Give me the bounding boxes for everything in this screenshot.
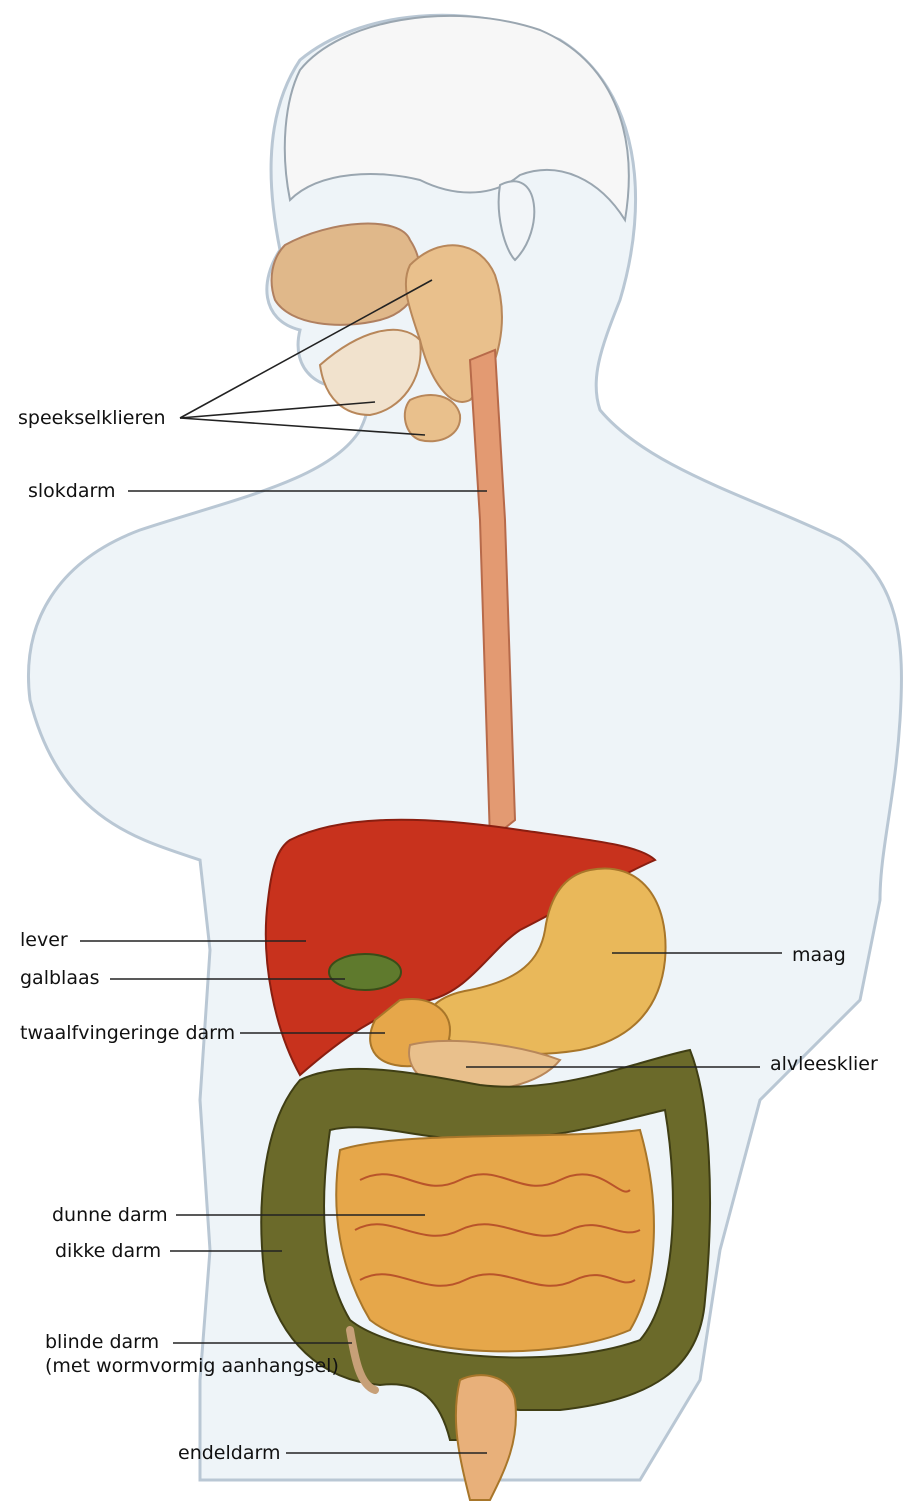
label-twaalfvingeringe-darm: twaalfvingeringe darm [20, 1022, 235, 1044]
label-blinde-darm: blinde darm [45, 1331, 159, 1353]
label-endeldarm: endeldarm [178, 1442, 280, 1464]
label-alvleesklier: alvleesklier [770, 1053, 878, 1075]
label-speekselklieren: speekselklieren [18, 407, 166, 429]
label-slokdarm: slokdarm [28, 480, 116, 502]
label-blinde-darm-note: (met wormvormig aanhangsel) [45, 1355, 339, 1377]
small-intestine [336, 1130, 654, 1351]
gallbladder [329, 954, 401, 990]
label-lever: lever [20, 929, 68, 951]
label-maag: maag [792, 944, 846, 966]
label-dunne-darm: dunne darm [52, 1204, 168, 1226]
label-dikke-darm: dikke darm [55, 1240, 161, 1262]
label-galblaas: galblaas [20, 967, 100, 989]
